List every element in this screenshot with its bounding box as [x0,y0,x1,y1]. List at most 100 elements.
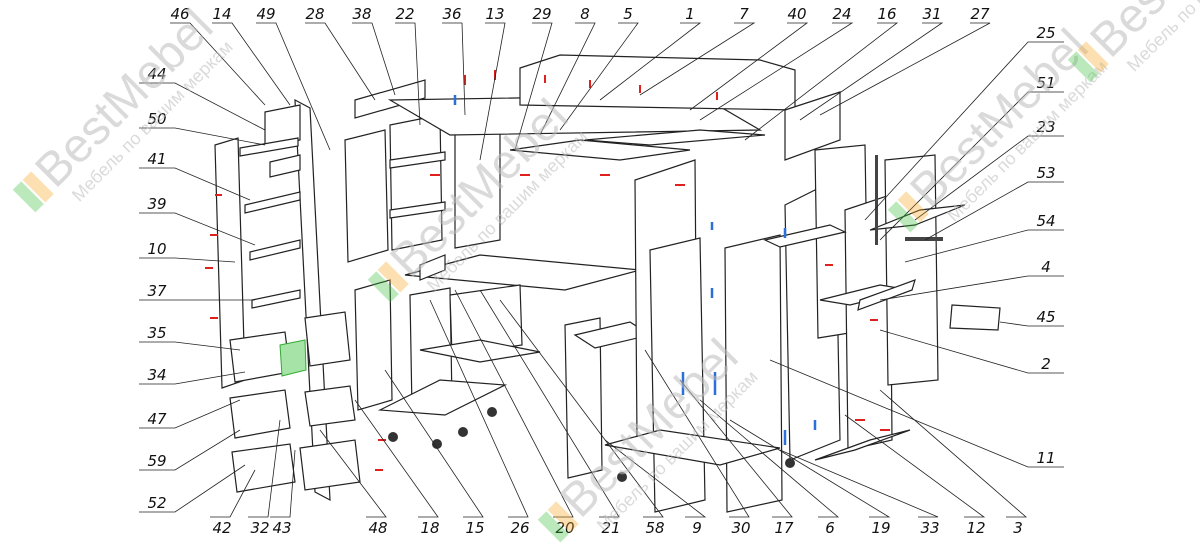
callout-54: 54 [1036,212,1055,230]
callout-47: 47 [147,410,167,428]
upper-left-panel [344,129,389,263]
callout-9: 9 [692,519,702,537]
callout-24: 24 [832,5,851,23]
callout-59: 59 [147,452,166,470]
leader-5 [559,22,639,131]
callout-8: 8 [580,5,590,23]
leader-9 [604,439,707,518]
leader-21 [479,289,620,518]
callout-38: 38 [352,5,371,23]
leader-35 [139,341,241,351]
leader-47 [139,399,241,429]
upper-panels [344,54,841,263]
callout-53: 53 [1036,164,1055,182]
callout-4: 4 [1041,258,1051,276]
callout-13: 13 [485,5,504,23]
watermark-logo-icon [537,501,579,543]
right-shelf-1 [763,224,847,248]
leader-2 [879,329,1064,374]
callout-25: 25 [1036,24,1055,42]
callout-33: 33 [920,519,939,537]
leader-59 [139,429,241,471]
leader-31 [799,22,944,121]
leader-43 [270,449,296,518]
callout-28: 28 [305,5,324,23]
leader-24 [699,22,854,121]
callout-58: 58 [645,519,664,537]
upper-right-board [584,129,766,146]
leader-23 [914,135,1064,221]
top-back-strip [354,79,426,119]
callout-51: 51 [1036,74,1055,92]
leader-49 [256,22,331,151]
callout-1: 1 [685,5,695,23]
blue-fasteners [453,95,817,445]
drawer-3-front [231,443,296,493]
leader-3 [879,389,1028,518]
feet [388,407,795,482]
callout-34: 34 [147,366,166,384]
leader-7 [639,22,756,96]
leader-52 [139,464,246,513]
leader-13 [479,22,506,161]
leader-14 [212,22,291,106]
leader-46 [170,22,266,106]
leader-4 [879,275,1064,301]
callout-31: 31 [922,5,941,23]
callout-42: 42 [212,519,231,537]
leader-30 [644,349,750,518]
callout-19: 19 [871,519,890,537]
callout-39: 39 [147,195,166,213]
callout-52: 52 [147,494,166,512]
headboard-panel [519,54,796,111]
leader-25 [864,41,1064,221]
callout-43: 43 [272,519,291,537]
red-fasteners [205,70,890,471]
callout-46: 46 [170,5,189,23]
desk-back-panel [449,284,523,356]
watermark-logo-icon [887,191,929,233]
leader-1 [599,22,702,101]
upper-shelf-2 [389,201,446,219]
desk-base [377,379,508,416]
leader-15 [384,369,484,518]
shelf-board-3 [249,239,301,261]
shelf-spacer [269,154,301,178]
callout-10: 10 [147,240,166,258]
callout-16: 16 [877,5,896,23]
leader-51 [879,91,1064,241]
floor-panel-center [604,429,781,466]
leader-8 [539,22,596,136]
leader-42 [210,469,256,518]
leader-22 [395,22,421,126]
watermark-brand: BestMebel [901,20,1099,218]
shelf-board-2 [244,191,301,214]
callout-29: 29 [532,5,551,23]
leader-20 [454,289,574,518]
leader-32 [248,419,281,518]
watermark-brand: BestMebel [26,0,224,198]
callout-20: 20 [555,519,574,537]
leader-lines [139,22,1064,518]
callout-49: 49 [256,5,275,23]
leader-12 [844,414,986,518]
callout-11: 11 [1036,449,1055,467]
desk-left-panel [354,279,393,411]
callout-12: 12 [966,519,985,537]
shelf-board-4 [251,289,301,309]
leader-33 [779,449,939,518]
leader-48 [319,429,387,518]
callout-7: 7 [739,5,749,23]
leader-29 [514,22,553,151]
right-shelf-3 [857,279,916,311]
leader-40 [689,22,809,111]
callout-23: 23 [1036,118,1055,136]
leader-6 [699,399,840,518]
leader-19 [729,419,891,518]
watermark-logo-icon [367,261,409,303]
callout-27: 27 [970,5,990,23]
leader-16 [744,22,899,141]
